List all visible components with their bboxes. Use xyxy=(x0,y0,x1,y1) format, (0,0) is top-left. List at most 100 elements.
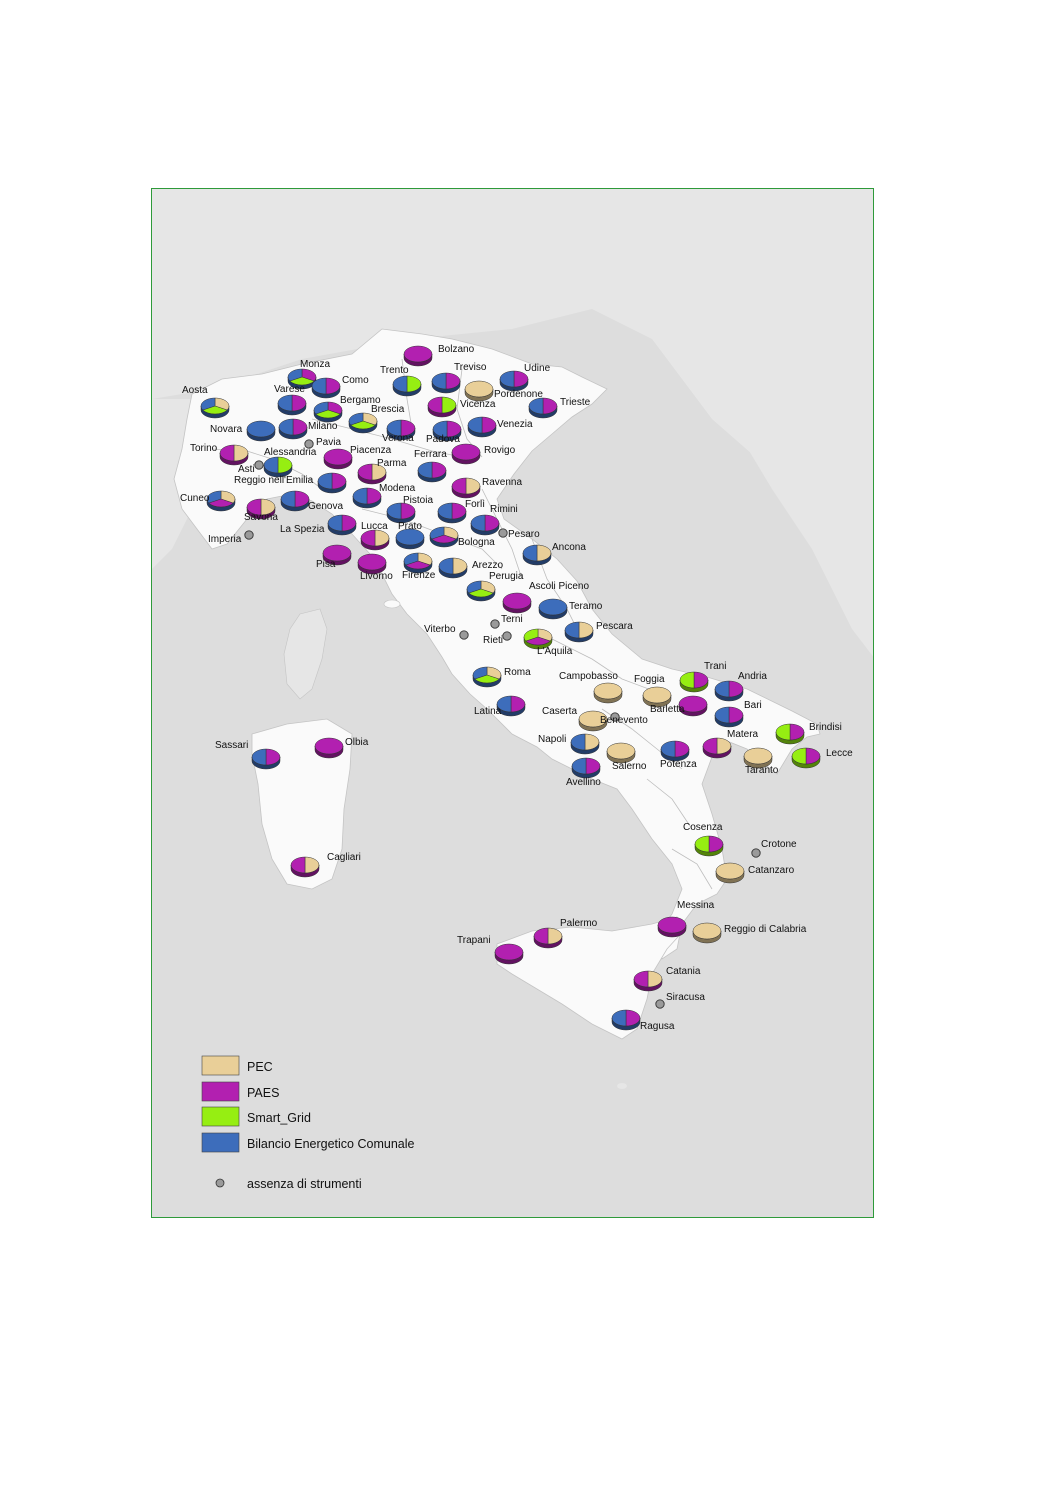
legend-item-pec: PEC xyxy=(201,1055,273,1076)
city-marker-catania xyxy=(633,970,663,992)
pie-slice-bilancio xyxy=(263,456,279,474)
pie-slice-bilancio xyxy=(437,502,453,520)
pie-slice-pec xyxy=(743,747,773,765)
city-label-viterbo: Viterbo xyxy=(424,624,456,635)
pie-slice-bilancio xyxy=(403,552,419,566)
no-tools-dot xyxy=(610,712,620,722)
pie-slice-bilancio xyxy=(429,526,445,540)
pie-slice-smart_grid xyxy=(202,405,228,415)
city-label-alessandria: Alessandria xyxy=(264,447,317,458)
city-marker-ascoli-piceno xyxy=(502,592,532,614)
pie-slice-bilancio xyxy=(472,666,488,680)
legend-item-paes: PAES xyxy=(201,1081,279,1102)
legend-swatch-smart-grid xyxy=(201,1106,240,1127)
no-tools-dot xyxy=(490,619,500,629)
pie-slice-bilancio xyxy=(714,680,730,698)
pie-slice-paes xyxy=(728,680,744,698)
city-marker-venezia xyxy=(467,416,497,438)
pie-slice-pec xyxy=(464,380,494,398)
pie-slice-paes xyxy=(246,498,262,516)
city-label-reggio-nell-emilia: Reggio nell'Emilia xyxy=(234,475,314,486)
pie-slice-smart_grid xyxy=(694,835,710,853)
city-label-treviso: Treviso xyxy=(454,362,487,373)
city-marker-crotone xyxy=(751,848,761,858)
pie-slice-bilancio xyxy=(313,401,329,415)
city-label-ravenna: Ravenna xyxy=(482,477,522,488)
city-label-trieste: Trieste xyxy=(560,397,591,408)
city-marker-bari xyxy=(714,706,744,728)
city-label-salerno: Salerno xyxy=(612,761,647,772)
legend-item-smart-grid: Smart_Grid xyxy=(201,1106,311,1127)
city-marker-livorno xyxy=(357,553,387,575)
city-marker-aosta xyxy=(200,397,230,419)
pie-slice-bilancio xyxy=(278,418,294,436)
pie-slice-paes xyxy=(265,748,281,766)
city-label-parma: Parma xyxy=(377,458,407,469)
pie-slice-paes xyxy=(702,737,718,755)
city-marker-campobasso xyxy=(593,682,623,704)
city-label-terni: Terni xyxy=(501,614,523,625)
pie-slice-smart_grid xyxy=(468,588,494,598)
pie-slice-pec xyxy=(692,922,722,940)
pie-slice-bilancio xyxy=(522,544,538,562)
city-label-vicenza: Vicenza xyxy=(460,399,496,410)
city-label-pisa: Pisa xyxy=(316,559,336,570)
city-marker-andria xyxy=(714,680,744,702)
pie-slice-paes xyxy=(708,835,724,853)
pie-slice-smart_grid xyxy=(791,747,807,765)
pie-slice-paes xyxy=(789,723,805,741)
city-label-roma: Roma xyxy=(504,667,531,678)
pie-slice-bilancio xyxy=(417,461,433,479)
pie-slice-pec xyxy=(374,529,390,547)
pie-slice-pec xyxy=(606,742,636,760)
pie-slice-smart_grid xyxy=(474,674,500,684)
city-marker-siracusa xyxy=(655,999,665,1009)
pie-slice-bilancio xyxy=(200,397,216,411)
corsica xyxy=(283,608,328,700)
neighbour-land-east xyxy=(742,389,873,657)
city-label-lecce: Lecce xyxy=(826,748,853,759)
city-label-messina: Messina xyxy=(677,900,715,911)
city-label-lucca: Lucca xyxy=(361,521,388,532)
pie-slice-bilancio xyxy=(570,733,586,751)
city-marker-imperia xyxy=(244,530,254,540)
city-marker-novara xyxy=(246,420,276,442)
city-marker-lucca xyxy=(360,529,390,551)
pie-slice-bilancio xyxy=(386,502,402,520)
pie-slice-bilancio xyxy=(392,375,408,393)
pie-slice-bilancio xyxy=(348,412,364,426)
city-marker-benevento xyxy=(610,712,620,722)
city-label-savona: Savona xyxy=(244,512,278,523)
city-label-reggio-di-calabria: Reggio di Calabria xyxy=(724,924,807,935)
legend-swatch-paes xyxy=(201,1081,240,1102)
city-label-palermo: Palermo xyxy=(560,918,598,929)
city-marker-salerno xyxy=(606,742,636,764)
city-label-avellino: Avellino xyxy=(566,777,601,788)
pie-slice-bilancio xyxy=(714,706,730,724)
pie-slice-paes xyxy=(290,856,306,874)
pie-slice-pec xyxy=(304,856,320,874)
pie-slice-pec xyxy=(715,862,745,880)
city-marker-torino xyxy=(219,444,249,466)
city-label-ragusa: Ragusa xyxy=(640,1021,675,1032)
city-markers xyxy=(200,345,821,1031)
city-label-bari: Bari xyxy=(744,700,762,711)
city-marker-foggia xyxy=(642,686,672,708)
pie-slice-pec xyxy=(578,621,594,639)
city-marker-arezzo xyxy=(438,557,468,579)
city-label-udine: Udine xyxy=(524,363,551,374)
city-label-ancona: Ancona xyxy=(552,542,586,553)
pie-slice-paes xyxy=(360,529,376,547)
pie-slice-paes xyxy=(357,463,373,481)
city-marker-reggio-nell-emilia xyxy=(317,472,347,494)
no-tools-dot xyxy=(502,631,512,641)
city-label-catania: Catania xyxy=(666,966,701,977)
city-marker-teramo xyxy=(538,598,568,620)
pie-slice-bilancio xyxy=(352,487,368,505)
pie-slice-bilancio xyxy=(311,377,327,395)
legend: PEC PAES Smart_Grid Bilancio Energetico … xyxy=(201,1055,415,1191)
pie-slice-bilancio xyxy=(432,420,448,438)
city-label-monza: Monza xyxy=(300,359,330,370)
city-label-taranto: Taranto xyxy=(745,765,779,776)
pie-slice-bilancio xyxy=(327,514,343,532)
